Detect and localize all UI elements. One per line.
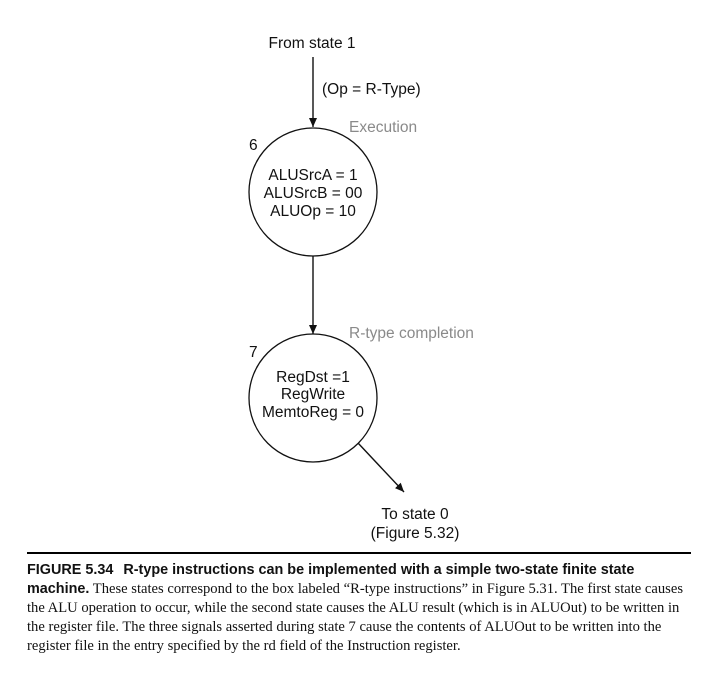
state-7-signal: RegWrite bbox=[281, 386, 345, 403]
state-6-signal: ALUSrcA = 1 bbox=[268, 167, 357, 184]
state-6-signal: ALUSrcB = 00 bbox=[264, 185, 363, 202]
state-7-number: 7 bbox=[249, 344, 258, 361]
outgoing-label-reference: (Figure 5.32) bbox=[371, 525, 460, 542]
caption-body: These states correspond to the box label… bbox=[27, 581, 684, 654]
outgoing-label: To state 0 bbox=[381, 506, 449, 523]
figure-number: FIGURE 5.34 bbox=[27, 562, 114, 578]
caption-title: R-type instructions can be implemented w… bbox=[27, 562, 635, 597]
state-6-name: Execution bbox=[349, 119, 417, 136]
state-7-signal: MemtoReg = 0 bbox=[262, 404, 364, 421]
incoming-label: From state 1 bbox=[269, 35, 356, 52]
state-7-circle bbox=[248, 333, 378, 463]
fsm-diagram: From state 1 (Op = R-Type) 6 Execution A… bbox=[248, 35, 474, 542]
transition-condition: (Op = R-Type) bbox=[322, 81, 421, 98]
state-6-signal: ALUOp = 10 bbox=[270, 203, 356, 220]
outgoing-transition-arrow bbox=[357, 442, 405, 493]
state-6-number: 6 bbox=[249, 137, 258, 154]
state-7-name: R-type completion bbox=[349, 325, 474, 342]
state-7-signal: RegDst =1 bbox=[276, 369, 350, 386]
